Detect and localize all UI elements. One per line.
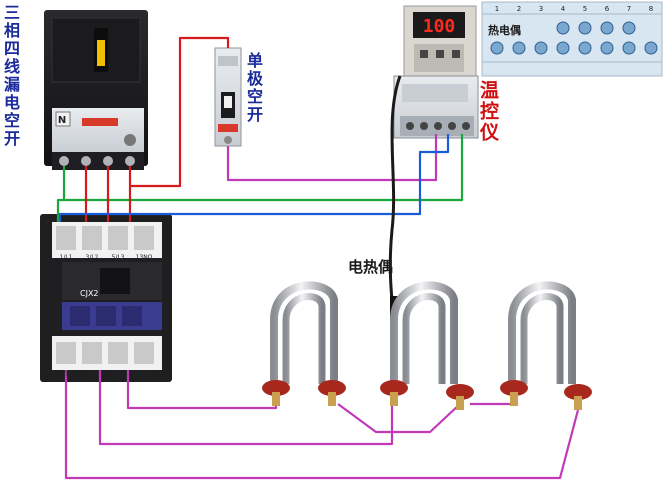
contactor-top-terminal-labels: 1/L1 3/L2 5/L3 13NO	[60, 254, 153, 261]
leakage-breaker-label: 三相四线漏电空开	[1, 4, 20, 148]
leakage-breaker	[44, 10, 148, 170]
heater-2	[380, 281, 474, 410]
display-value: 100	[423, 16, 456, 37]
ac-contactor	[40, 214, 172, 382]
plate-number-7: 7	[627, 5, 631, 13]
thermocouple-plate-label: 热电偶	[488, 23, 521, 37]
terminal-label-top-3: 5/L3	[112, 254, 125, 261]
terminal-label-bottom-2: 4/T2	[85, 371, 99, 378]
single-pole-breaker	[214, 47, 242, 147]
terminal-label-top-4: 13NO	[136, 254, 153, 261]
plate-number-5: 5	[583, 5, 587, 13]
plate-number-1: 1	[495, 5, 499, 13]
terminal-label-bottom-1: 2/T1	[59, 371, 73, 378]
plate-number-4: 4	[561, 5, 566, 13]
wiring	[56, 36, 580, 480]
plate-number-6: 6	[605, 5, 610, 13]
heating-elements	[262, 281, 592, 410]
contactor-bottom-terminal-labels: 2/T1 4/T2 6/T3 14NO	[59, 371, 152, 378]
heater-1	[262, 281, 346, 406]
terminal-label-top-2: 3/L2	[86, 254, 99, 261]
thermocouple-label: 电热偶	[348, 258, 394, 276]
terminal-label-bottom-3: 6/T3	[111, 371, 125, 378]
terminal-label-bottom-4: 14NO	[136, 371, 153, 378]
temp-controller-label: 温控仪	[477, 80, 499, 143]
neutral-marker: N	[58, 115, 66, 126]
terminal-label-top-1: 1/L1	[60, 254, 73, 261]
plate-number-8: 8	[649, 5, 653, 13]
terminal-plate	[481, 1, 663, 77]
plate-number-3: 3	[539, 5, 543, 13]
contactor-model: CJX2	[80, 289, 99, 298]
single-pole-breaker-label: 单极空开	[244, 52, 263, 124]
plate-number-2: 2	[517, 5, 521, 13]
temperature-controller	[393, 5, 479, 139]
terminal-plate-numbers: 1 2 3 4 5 6 7 8	[495, 5, 653, 13]
heater-3	[500, 281, 592, 410]
